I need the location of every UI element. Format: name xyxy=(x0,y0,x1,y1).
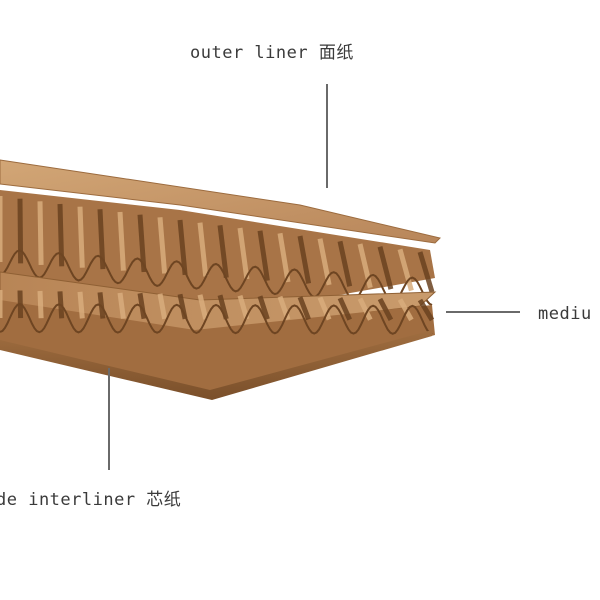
flute-ridge xyxy=(57,203,65,267)
flute-ridge xyxy=(417,298,435,322)
flute-ridge xyxy=(157,293,168,320)
flute-ridge xyxy=(117,211,126,271)
flute-ridge xyxy=(377,297,394,321)
upper-flute-ridges xyxy=(0,196,435,293)
flute-ridge xyxy=(177,219,188,276)
flute-ridge xyxy=(197,222,209,277)
inside-interliner-label: de interliner 芯纸 xyxy=(0,490,182,510)
lower-flute-layer xyxy=(0,300,435,395)
flute-ridge xyxy=(397,298,414,322)
flute-ridge xyxy=(77,206,85,268)
flute-ridge xyxy=(397,248,414,292)
outer-liner-sheet xyxy=(0,159,441,244)
flute-ridge xyxy=(417,251,435,293)
upper-flute-layer xyxy=(0,190,435,318)
medium-label: mediu xyxy=(538,304,592,324)
flute-ridge xyxy=(237,227,250,280)
flute-ridge xyxy=(257,295,270,320)
flute-ridge xyxy=(237,294,250,320)
flute-ridge xyxy=(37,201,44,265)
flute-ridge xyxy=(317,296,332,321)
flute-ridge xyxy=(157,217,168,274)
upper-flute-wave-edge xyxy=(0,249,433,306)
inner-liner-sheet xyxy=(0,330,432,400)
flute-ridge xyxy=(357,297,373,321)
flute-ridge xyxy=(377,246,394,290)
flute-ridge xyxy=(297,235,312,284)
flute-ridge xyxy=(37,290,44,319)
flute-ridge xyxy=(17,198,24,264)
flute-ridge xyxy=(197,294,209,320)
flute-ridge xyxy=(137,292,147,320)
flute-ridge xyxy=(297,296,311,321)
flute-ridge xyxy=(77,291,85,319)
flute-ridge xyxy=(257,230,270,281)
flute-ridge xyxy=(337,240,353,287)
lower-flute-wave-edge xyxy=(0,303,433,335)
flute-ridge xyxy=(337,297,352,321)
flute-ridge xyxy=(277,232,291,283)
flute-ridge xyxy=(357,243,373,289)
outer-liner-label: outer liner 面纸 xyxy=(190,43,354,63)
flute-ridge xyxy=(217,225,229,278)
flute-ridge xyxy=(117,292,126,319)
flute-ridge xyxy=(217,294,229,320)
